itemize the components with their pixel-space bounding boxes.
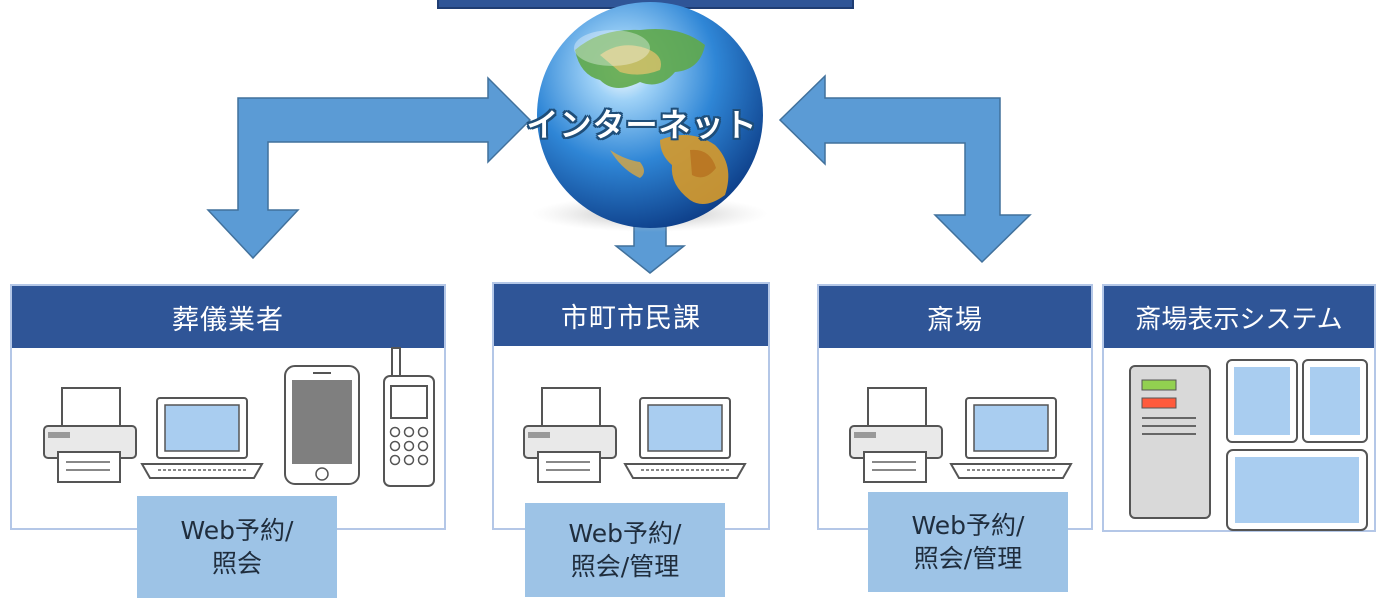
printer-icon <box>523 387 617 483</box>
arrow-center <box>613 225 687 274</box>
panel-header: 斎場 <box>819 286 1091 348</box>
function-line: Web予約/ <box>180 516 294 545</box>
printer-icon <box>43 387 137 483</box>
function-box: Web予約/ 照会/管理 <box>525 503 725 597</box>
function-box: Web予約/ 照会/管理 <box>868 492 1068 592</box>
panel-header: 斎場表示システム <box>1104 286 1374 348</box>
arrow-left <box>206 76 532 260</box>
panel-header: 市町市民課 <box>494 284 768 346</box>
tablet-icon <box>1302 359 1368 443</box>
laptop-icon <box>623 397 747 479</box>
mobile-phone-icon <box>383 347 435 487</box>
laptop-icon <box>140 397 264 479</box>
internet-label: インターネット <box>526 106 758 144</box>
globe-icon <box>537 2 763 228</box>
panel-header: 葬儀業者 <box>12 286 444 348</box>
function-line: 照会 <box>211 549 262 578</box>
function-line: Web予約/ <box>911 511 1025 540</box>
display-monitor-icon <box>1226 449 1368 531</box>
tablet-icon <box>1226 359 1298 443</box>
smartphone-icon <box>284 365 360 485</box>
printer-icon <box>849 387 943 483</box>
laptop-icon <box>949 397 1073 479</box>
function-box: Web予約/ 照会 <box>137 496 337 598</box>
function-line: 照会/管理 <box>570 552 680 581</box>
function-line: 照会/管理 <box>913 544 1023 573</box>
function-line: Web予約/ <box>568 519 682 548</box>
arrow-right <box>778 74 1032 264</box>
server-tower-icon <box>1129 365 1211 519</box>
